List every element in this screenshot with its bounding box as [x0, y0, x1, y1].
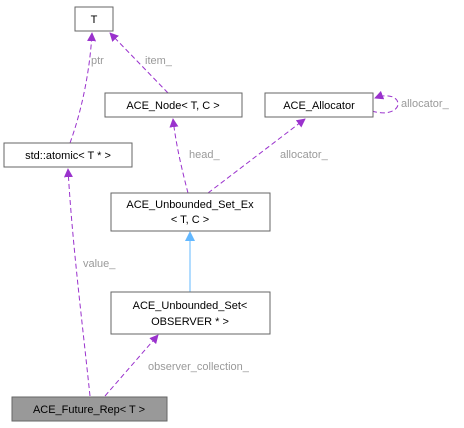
svg-text:ACE_Node< T, C >: ACE_Node< T, C > [126, 100, 219, 112]
edge-item [109, 32, 169, 94]
edge-head [169, 118, 189, 194]
svg-text:ACE_Allocator: ACE_Allocator [283, 100, 355, 112]
edge-ptr [69, 32, 97, 144]
edge-label-allocator-self: allocator_ [401, 98, 450, 110]
svg-text:OBSERVER * >: OBSERVER * > [151, 316, 229, 328]
edge-allocator [207, 118, 306, 194]
edge-label-head: head_ [189, 149, 220, 161]
node-t[interactable]: T [74, 6, 114, 32]
node-ace-allocator[interactable]: ACE_Allocator [264, 92, 374, 118]
edge-label-value: value_ [83, 258, 116, 270]
edge-label-ptr: ptr [91, 55, 104, 67]
node-unbounded-set[interactable]: ACE_Unbounded_Set< OBSERVER * > [110, 291, 271, 335]
svg-text:std::atomic< T * >: std::atomic< T * > [25, 150, 111, 162]
svg-text:ACE_Future_Rep< T >: ACE_Future_Rep< T > [33, 404, 145, 416]
svg-text:T: T [91, 14, 98, 26]
edge-allocator-self [371, 90, 399, 114]
node-ace-node[interactable]: ACE_Node< T, C > [104, 92, 243, 118]
edge-value [63, 168, 91, 397]
node-std-atomic[interactable]: std::atomic< T * > [3, 142, 133, 168]
svg-text:ACE_Unbounded_Set<: ACE_Unbounded_Set< [133, 300, 248, 312]
edge-label-observer-collection: observer_collection_ [148, 361, 250, 373]
node-unbounded-set-ex[interactable]: ACE_Unbounded_Set_Ex < T, C > [110, 192, 271, 232]
edge-label-allocator: allocator_ [280, 149, 329, 161]
edge-observer-collection [104, 334, 159, 397]
edge-label-item: item_ [145, 55, 173, 67]
svg-text:ACE_Unbounded_Set_Ex: ACE_Unbounded_Set_Ex [126, 199, 254, 211]
node-ace-future-rep[interactable]: ACE_Future_Rep< T > [11, 396, 168, 422]
svg-text:< T, C >: < T, C > [171, 214, 209, 226]
